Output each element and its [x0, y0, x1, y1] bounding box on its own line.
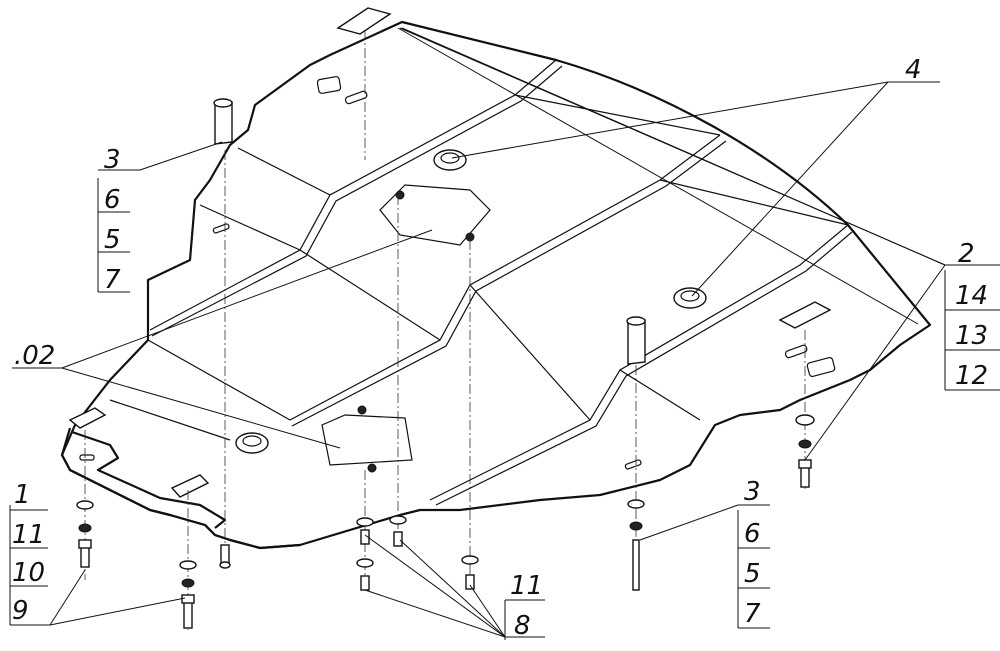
callout-12: 12 [955, 361, 988, 391]
callout-stack-bottom-right: 3 6 5 7 [737, 477, 770, 629]
callout-7: 7 [104, 265, 121, 295]
plate-nuts [357, 190, 475, 473]
callout-stack-bottom-left: 1 11 10 9 [9, 480, 48, 626]
plate-openings [79, 76, 836, 470]
callout-9: 9 [12, 596, 29, 626]
callout-8: 8 [514, 611, 531, 641]
callout-6-right: 6 [744, 519, 761, 549]
callout-3: 3 [104, 145, 121, 175]
leader-lines [10, 27, 1000, 638]
callout-1: 1 [14, 480, 31, 510]
callout-6: 6 [104, 185, 121, 215]
callout-stack-top-left: 3 6 5 7 [97, 145, 130, 295]
callout-stack-right: 2 14 13 12 [944, 239, 1000, 391]
plate-ridges [109, 59, 853, 506]
callout-3-right: 3 [744, 477, 761, 507]
callout-10: 10 [12, 558, 45, 588]
callout-5-right: 5 [744, 559, 761, 589]
plate-bosses [235, 149, 707, 454]
callout-13: 13 [955, 321, 988, 351]
callout-stack-bottom-center: 11 8 [504, 571, 545, 641]
callout-4: 4 [905, 55, 922, 85]
mounting-brackets [68, 7, 832, 498]
callout-02: .02 [14, 341, 55, 371]
callout-7-right: 7 [744, 599, 761, 629]
callout-5: 5 [104, 225, 121, 255]
callout-11-center: 11 [510, 571, 543, 601]
callout-2: 2 [958, 239, 975, 269]
callout-14: 14 [955, 281, 988, 311]
fasteners [76, 414, 815, 629]
front-flange [60, 427, 301, 550]
callout-11: 11 [12, 520, 45, 550]
skid-plate-outline [60, 20, 932, 550]
